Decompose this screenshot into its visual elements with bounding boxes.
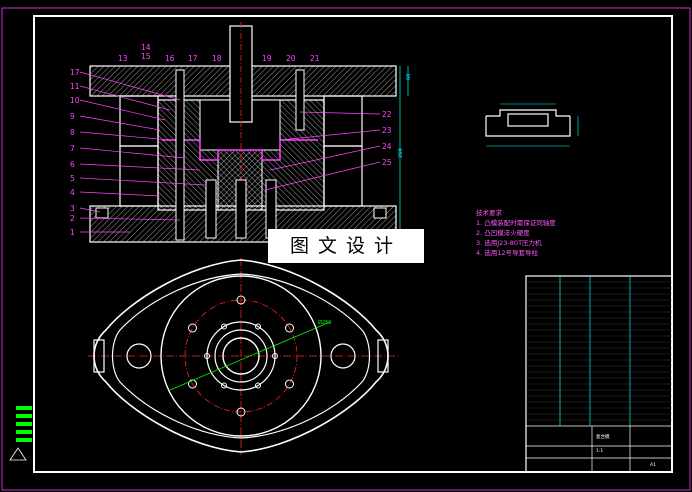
part-number: 17 (188, 54, 198, 63)
tech-item: 4. 选用12号导套导柱 (476, 249, 539, 257)
part-number: 17 (70, 68, 80, 77)
drawing-frame (33, 15, 673, 473)
dim-height-upper: 60 (406, 74, 412, 80)
tech-item: 1. 凸模装配时需保证同轴度 (476, 219, 556, 227)
part-number: 7 (70, 144, 75, 153)
dim-diameter: Ø250 (318, 319, 331, 326)
part-number: 20 (286, 54, 296, 63)
plan-view: Ø250 (88, 258, 400, 455)
watermark: 图文设计 (268, 229, 424, 263)
part-number: 3 (70, 204, 75, 213)
bolt-hole (284, 379, 294, 389)
pin-hole (255, 382, 261, 389)
leaders-left (79, 71, 206, 233)
part-number: 16 (165, 54, 175, 63)
pin-hole (221, 382, 227, 389)
parts-list-rows (526, 281, 672, 421)
tech-requirements: 技术要求 1. 凸模装配时需保证同轴度 2. 凸凹模淬火硬度 3. 选用J23-… (476, 208, 626, 258)
bolt-hole (188, 379, 198, 389)
title-block (525, 275, 673, 473)
title-block-scale: 1:1 (596, 448, 603, 454)
dim-height: 260 (398, 148, 404, 158)
section-view (89, 22, 409, 243)
pin-hole (272, 353, 278, 359)
part-number: 21 (310, 54, 320, 63)
title-block-name: 复合模 (596, 433, 610, 440)
pin-hole (204, 353, 210, 359)
part-number: 4 (70, 188, 75, 197)
part-number: 19 (262, 54, 272, 63)
bolt-hole (236, 295, 246, 305)
part-number: 23 (382, 126, 392, 135)
pin-hole (221, 323, 227, 330)
bolt-hole (236, 407, 246, 417)
bolt-hole (188, 323, 198, 333)
bolt-hole (284, 323, 294, 333)
leaders-right (264, 111, 381, 191)
part-number: 13 (118, 54, 128, 63)
flange-outline (93, 259, 389, 453)
part-number: 24 (382, 142, 392, 151)
pin-hole (255, 323, 261, 330)
part-number: 6 (70, 160, 75, 169)
part-number: 1 (70, 228, 75, 237)
part-number: 5 (70, 174, 75, 183)
part-number: 15 (141, 52, 151, 61)
part-numbers-left: 17 11 10 9 8 7 6 5 4 32 1 (70, 68, 80, 237)
tech-item: 3. 选用J23-80T压力机 (476, 239, 542, 247)
part-number: 2 (70, 214, 75, 223)
part-number: 22 (382, 110, 392, 119)
title-block-sheet: A1 (650, 462, 656, 468)
part-number: 10 (70, 96, 80, 105)
part-sketch (485, 103, 579, 147)
part-number: 18 (212, 54, 222, 63)
margin-marks (9, 406, 32, 461)
part-number: 8 (70, 128, 75, 137)
part-number: 11 (70, 82, 80, 91)
sheet-border (1, 7, 691, 491)
tech-item: 2. 凸凹模淬火硬度 (476, 229, 530, 237)
part-number: 25 (382, 158, 392, 167)
part-numbers-right: 22 23 24 25 (382, 110, 392, 167)
tech-requirements-title: 技术要求 (476, 209, 502, 217)
part-number: 9 (70, 112, 75, 121)
part-number: 14 (141, 43, 151, 52)
